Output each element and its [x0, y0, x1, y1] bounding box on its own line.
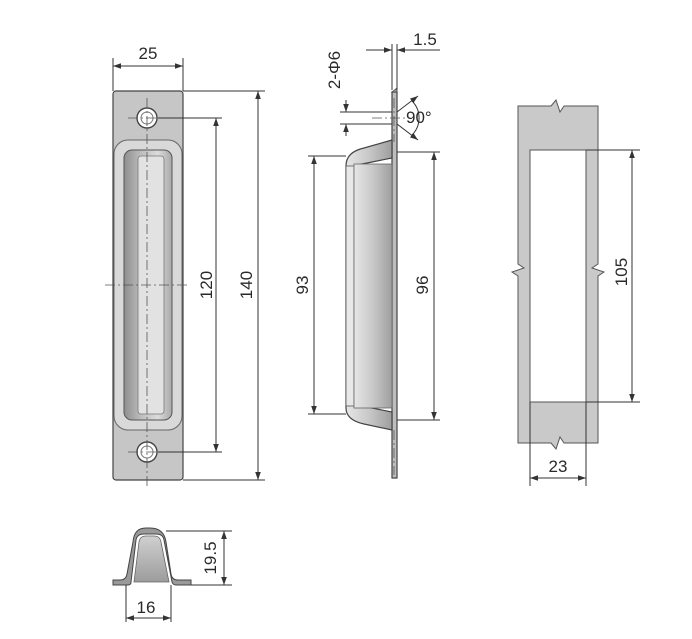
- cutout-width-label: 23: [549, 457, 568, 476]
- section-depth-label: 19.5: [201, 541, 220, 574]
- thickness-label: 1.5: [413, 30, 437, 49]
- section-cavity: [133, 535, 170, 583]
- angle-leader-lower: [396, 123, 419, 141]
- holes-label: 2-Φ6: [325, 51, 344, 89]
- front-view: 25 120 140: [105, 44, 265, 486]
- side-flange: [391, 91, 398, 479]
- side-cup-wall: [353, 163, 393, 409]
- front-width-label: 25: [139, 44, 158, 63]
- angle-label: 90°: [406, 108, 432, 127]
- section-view: 19.5 16: [112, 527, 232, 622]
- section-width-label: 16: [137, 598, 156, 617]
- angle-leader-upper: [396, 95, 419, 113]
- side-cup-face: [345, 165, 355, 407]
- side-top-bevel: [390, 87, 398, 93]
- outer-height-label: 96: [413, 276, 432, 295]
- hole-spacing-label: 120: [197, 271, 216, 299]
- inner-height-label: 93: [293, 276, 312, 295]
- cutout-opening: [529, 149, 587, 403]
- angle-arc: [411, 100, 420, 136]
- height-label: 140: [237, 271, 256, 299]
- cutout-view: 105 23: [510, 98, 640, 486]
- side-view: 1.5 2-Φ6 90° 93 96: [293, 30, 440, 479]
- cutout-height-label: 105: [612, 258, 631, 286]
